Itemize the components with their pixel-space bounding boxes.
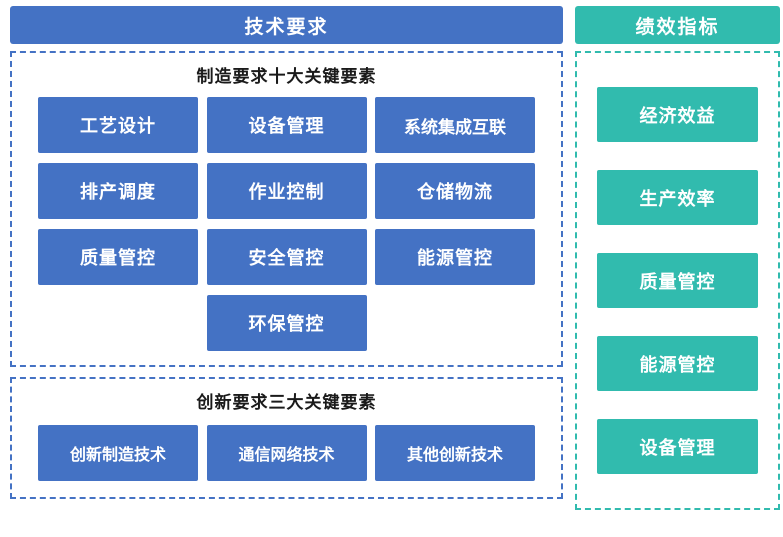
kpi-tile[interactable]: 质量管控 xyxy=(597,253,758,308)
technical-requirements-title: 技术要求 xyxy=(244,16,329,38)
performance-indicators-column: 绩效指标 经济效益 生产效率 质量管控 能源管控 设备管理 xyxy=(575,6,780,531)
manufacturing-tile[interactable]: 环保管控 xyxy=(206,295,367,351)
manufacturing-tile[interactable]: 工艺设计 xyxy=(38,97,198,153)
manufacturing-tile[interactable]: 能源管控 xyxy=(375,229,535,285)
manufacturing-tile[interactable]: 作业控制 xyxy=(206,163,367,219)
manufacturing-tile-grid: 工艺设计 设备管理 系统集成互联 排产调度 作业控制 仓储物流 质量管控 安全管… xyxy=(12,97,561,351)
kpi-tile[interactable]: 设备管理 xyxy=(597,419,758,474)
performance-indicators-title: 绩效指标 xyxy=(635,16,720,38)
manufacturing-tile[interactable]: 系统集成互联 xyxy=(375,97,535,153)
innovation-tile-grid: 创新制造技术 通信网络技术 其他创新技术 xyxy=(12,425,561,481)
manufacturing-section-title: 制造要求十大关键要素 xyxy=(196,67,377,86)
kpi-tile[interactable]: 能源管控 xyxy=(597,336,758,391)
manufacturing-tile[interactable]: 质量管控 xyxy=(38,229,198,285)
manufacturing-tile-row-last: 环保管控 xyxy=(38,295,535,351)
kpi-tile[interactable]: 生产效率 xyxy=(597,170,758,225)
manufacturing-tile[interactable]: 排产调度 xyxy=(38,163,198,219)
innovation-tile[interactable]: 创新制造技术 xyxy=(38,425,198,481)
innovation-requirements-group: 创新要求三大关键要素 创新制造技术 通信网络技术 其他创新技术 xyxy=(10,377,563,499)
innovation-tile[interactable]: 其他创新技术 xyxy=(375,425,535,481)
performance-indicators-header: 绩效指标 xyxy=(575,6,780,44)
technical-requirements-header: 技术要求 xyxy=(10,6,563,44)
manufacturing-requirements-group: 制造要求十大关键要素 工艺设计 设备管理 系统集成互联 排产调度 作业控制 仓储… xyxy=(10,51,563,367)
innovation-tile[interactable]: 通信网络技术 xyxy=(206,425,367,481)
manufacturing-tile[interactable]: 仓储物流 xyxy=(375,163,535,219)
manufacturing-tile[interactable]: 设备管理 xyxy=(206,97,367,153)
kpi-tile[interactable]: 经济效益 xyxy=(597,87,758,142)
innovation-section-title: 创新要求三大关键要素 xyxy=(196,393,377,412)
manufacturing-tile[interactable]: 安全管控 xyxy=(206,229,367,285)
performance-indicators-group: 经济效益 生产效率 质量管控 能源管控 设备管理 xyxy=(575,51,780,510)
technical-requirements-column: 技术要求 制造要求十大关键要素 工艺设计 设备管理 系统集成互联 排产调度 作业… xyxy=(10,6,563,531)
